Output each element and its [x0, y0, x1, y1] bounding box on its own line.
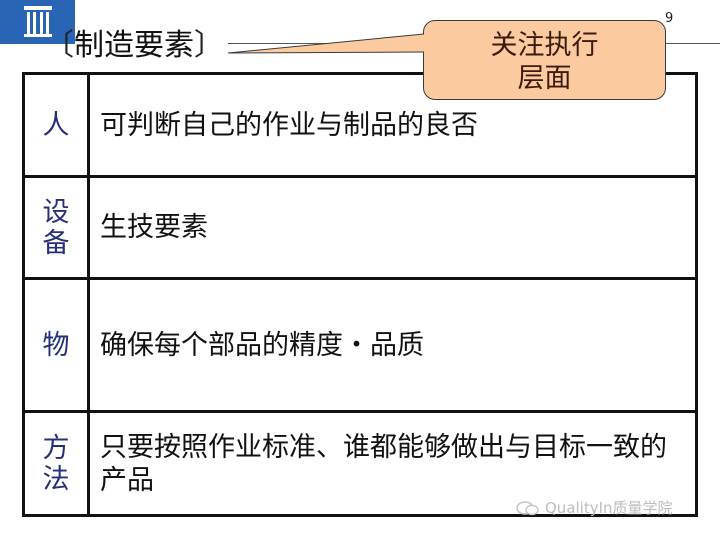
row-label: 物	[25, 280, 90, 410]
page-number: 9	[665, 11, 674, 26]
title-close-bracket: 〕	[194, 28, 224, 63]
page-title: 〔制造要素〕	[44, 24, 224, 68]
callout-box: 关注执行 层面	[423, 20, 666, 100]
row-text: 确保每个部品的精度・品质	[100, 329, 424, 361]
table-row: 人 可判断自己的作业与制品的良否	[25, 75, 695, 178]
watermark-text: QualityIn质量学院	[545, 499, 673, 517]
row-text: 可判断自己的作业与制品的良否	[100, 109, 478, 141]
title-open-bracket: 〔	[44, 28, 74, 63]
row-text: 生技要素	[100, 212, 208, 243]
watermark: QualityIn质量学院	[515, 497, 673, 518]
row-label: 设备	[25, 178, 90, 277]
callout-line-1: 关注执行	[490, 30, 599, 61]
wechat-icon	[516, 500, 539, 515]
row-label: 方法	[25, 413, 90, 514]
row-text: 只要按照作业标准、谁都能够做出与目标一致的产品	[100, 431, 667, 496]
building-pillars-icon	[24, 6, 52, 37]
table-row: 物 确保每个部品的精度・品质	[25, 280, 695, 413]
logo-block	[0, 0, 75, 44]
table-row: 方法 只要按照作业标准、谁都能够做出与目标一致的产品	[25, 413, 695, 514]
table-row: 设备 生技要素	[25, 178, 695, 280]
row-label: 人	[25, 75, 90, 175]
title-text: 制造要素	[74, 28, 194, 63]
callout-line-2: 层面	[517, 63, 572, 94]
elements-table: 人 可判断自己的作业与制品的良否 设备 生技要素 物 确保每个部品的精度・品质 …	[22, 72, 698, 517]
